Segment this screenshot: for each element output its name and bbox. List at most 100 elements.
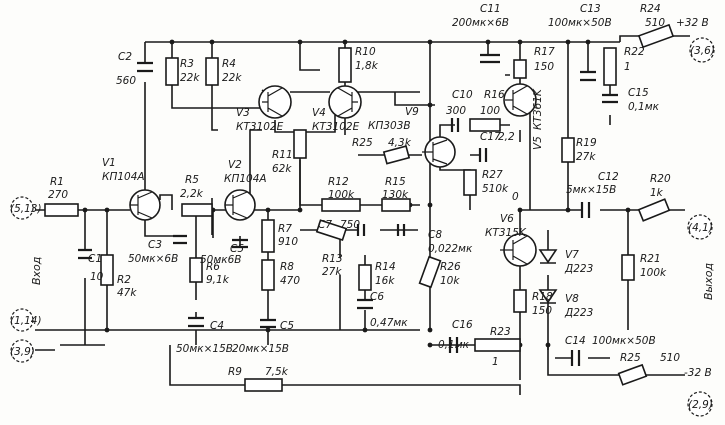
wire-bottom-rail — [547, 345, 685, 376]
terminal-top-right-label: (3,6) — [690, 45, 715, 57]
wire-c4 — [169, 312, 521, 395]
value-r1: 270 — [48, 189, 68, 201]
label-r18: R18 — [532, 291, 553, 303]
value-r21: 100k — [640, 267, 667, 279]
label-r7: R7 — [278, 223, 292, 235]
label-r3: R3 — [180, 58, 194, 70]
value-v7: Д223 — [564, 263, 593, 275]
rail-plus: +32 B — [676, 17, 709, 29]
transistor-v1 — [129, 189, 161, 221]
capacitor-c10 — [450, 118, 460, 132]
resistor-r26 — [418, 255, 442, 289]
terminal-bot-right-label: (2,9) — [688, 399, 713, 411]
value-r8: 470 — [280, 275, 300, 287]
value-v4: КТ3102E — [312, 121, 360, 133]
resistor-r6 — [189, 257, 203, 283]
wire-input — [35, 209, 130, 345]
capacitor-c17 — [478, 148, 488, 162]
terminal-in-b — [10, 308, 34, 332]
resistor-r27 — [463, 169, 477, 196]
capacitor-c12 — [580, 202, 591, 218]
wire-top-rail — [145, 35, 690, 43]
terminal-in-b-label: (1,14) — [10, 315, 42, 327]
value-c15: 0,1мк — [628, 101, 660, 113]
label-r15: R15 — [385, 176, 406, 188]
label-r20: R20 — [650, 173, 671, 185]
value-c3: 50мк×6B — [128, 253, 178, 265]
resistor-r15 — [381, 198, 411, 212]
capacitor-c2 — [137, 61, 153, 73]
label-r26: R26 — [440, 261, 461, 273]
value-c16: 0,1мк — [438, 339, 470, 351]
value-c6: 0,47мк — [370, 317, 408, 329]
value-r25: 4,3k — [388, 137, 412, 149]
resistor-r25b — [617, 363, 648, 386]
transistors — [129, 83, 558, 304]
terminal-bot-right — [687, 391, 713, 417]
label-c6: C6 — [370, 291, 384, 303]
resistor-r12 — [321, 198, 361, 212]
label-r9: R9 — [228, 366, 242, 378]
value-c4: 50мк×15B — [176, 343, 233, 355]
terminal-in-a-label: (5,13) — [10, 203, 42, 215]
wire-right — [429, 42, 685, 330]
resistor-r18 — [513, 289, 527, 313]
rail-zero: 0 — [512, 191, 519, 203]
rail-minus: -32 B — [684, 367, 712, 379]
resistor-r20 — [637, 198, 671, 222]
resistor-r8 — [261, 259, 275, 291]
value-r15: 130k — [382, 189, 409, 201]
resistor-r11 — [293, 129, 307, 159]
terminal-out-a — [687, 214, 713, 240]
resistor-r2 — [100, 254, 114, 286]
label-r6: R6 — [206, 261, 220, 273]
capacitor-c1 — [78, 248, 92, 260]
value-r25b: 510 — [660, 352, 680, 364]
resistor-r3 — [165, 57, 179, 86]
label-v5: V5 — [532, 136, 544, 150]
label-c1: C1 — [88, 253, 102, 265]
label-v7: V7 — [565, 249, 579, 261]
resistor-r17 — [513, 59, 527, 79]
value-v5: КТ361K — [532, 88, 544, 130]
capacitor-c5b — [232, 238, 248, 249]
wire-ground-left — [35, 329, 420, 351]
value-r12: 100k — [328, 189, 355, 201]
terminal-top-right — [689, 37, 715, 63]
label-r11: R11 — [272, 149, 293, 161]
label-c11: C11 — [480, 3, 501, 15]
capacitor-c16 — [448, 337, 459, 353]
label-c16: C16 — [452, 319, 473, 331]
resistor-r7 — [261, 219, 275, 253]
value-r5: 2,2k — [180, 188, 204, 200]
resistor-r23 — [474, 338, 521, 352]
value-r6: 9,1k — [206, 274, 230, 286]
component-labels: R1 270 R2 47k R3 22k R4 22k R5 2,2k R6 9… — [10, 3, 715, 411]
label-r21: R21 — [640, 253, 661, 265]
label-r4: R4 — [222, 58, 236, 70]
terminal-in-c — [10, 339, 34, 363]
value-c12: 5мк×15B — [566, 184, 616, 196]
label-c15: C15 — [628, 87, 649, 99]
label-v6: V6 — [500, 213, 514, 225]
label-r2: R2 — [117, 274, 131, 286]
value-v6: КТ315K — [485, 227, 527, 239]
capacitor-c7 — [356, 224, 366, 236]
resistor-r4 — [205, 57, 219, 86]
label-r17: R17 — [534, 46, 555, 58]
label-r13: R13 — [322, 253, 343, 265]
label-v3: V3 — [236, 107, 250, 119]
resistor-r5 — [181, 203, 213, 217]
label-c10: C10 — [452, 89, 473, 101]
label-c17: C17 — [480, 131, 501, 143]
label-r25b: R25 — [620, 352, 641, 364]
value-r14: 16k — [375, 275, 395, 287]
value-v3: КТ3102E — [236, 121, 284, 133]
resistor-r25 — [382, 145, 411, 165]
value-c5b: 50мк6B — [200, 254, 242, 266]
label-r1: R1 — [50, 176, 64, 188]
resistors — [44, 23, 675, 392]
label-v4: V4 — [312, 107, 326, 119]
transistor-v4 — [328, 85, 362, 119]
